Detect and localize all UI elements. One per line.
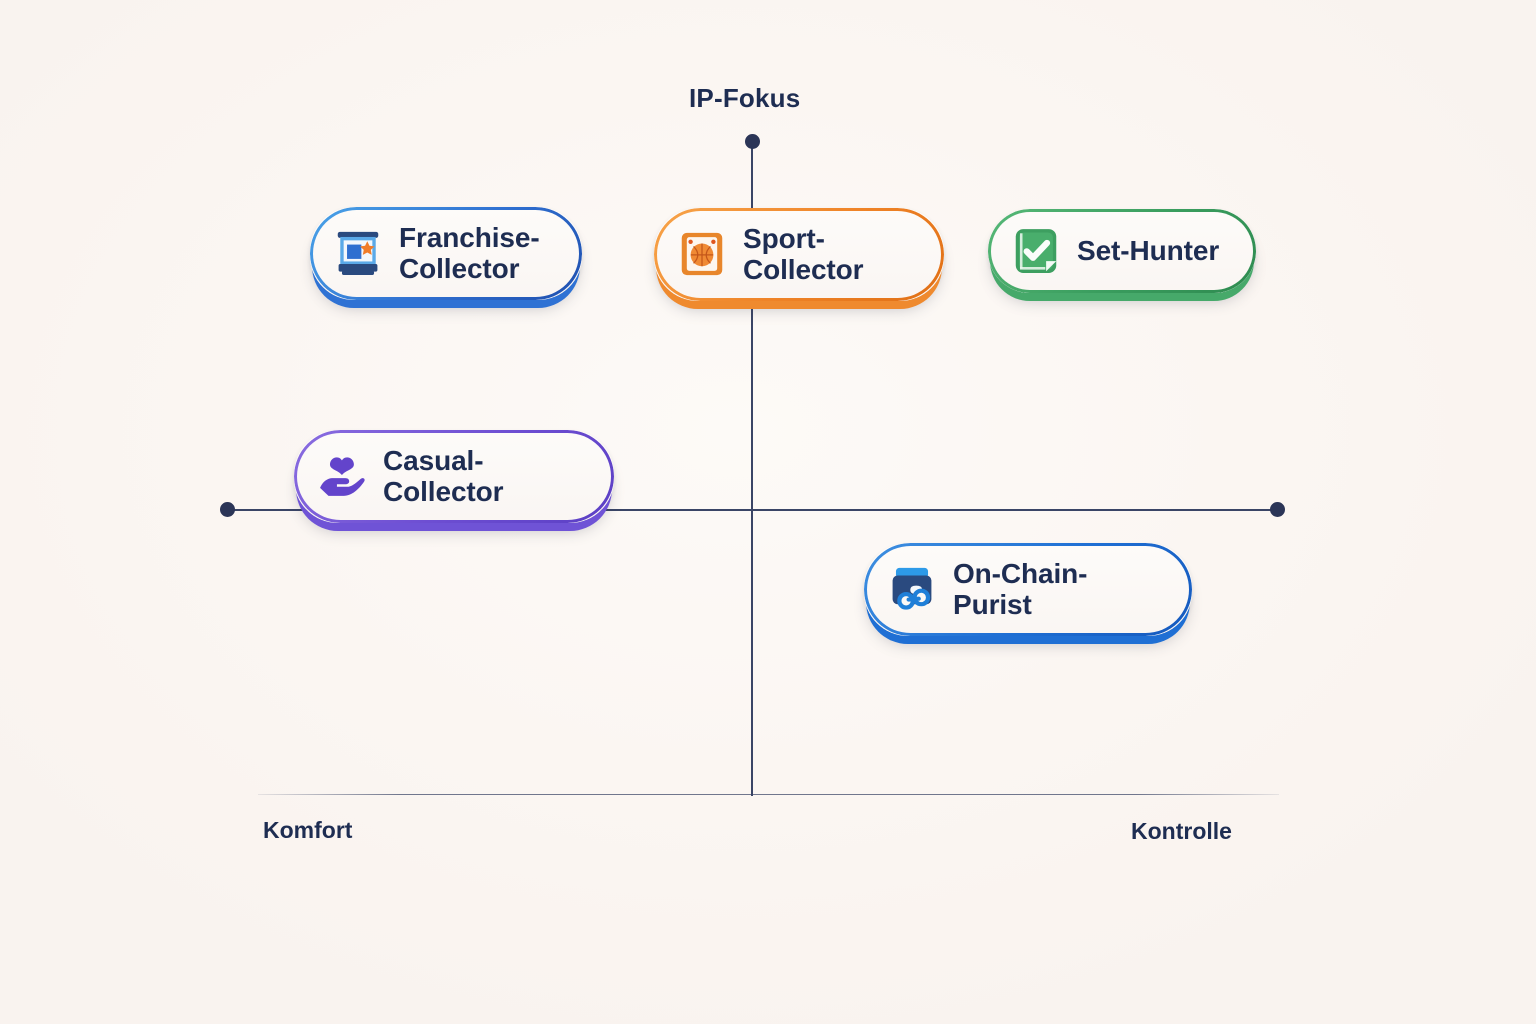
chip-on-chain-purist[interactable]: On-Chain-Purist: [864, 543, 1192, 636]
axis-endpoint-right-dot: [1270, 502, 1285, 517]
wallet-chain-link-icon: [892, 568, 932, 611]
axis-endpoint-top-dot: [745, 134, 760, 149]
chip-set-hunter[interactable]: Set-Hunter: [988, 209, 1256, 293]
chip-sport-collector[interactable]: Sport-Collector: [654, 208, 944, 301]
axis-label-left: Komfort: [263, 817, 353, 843]
hand-holding-heart-icon: [320, 457, 365, 497]
chip-label: On-Chain-Purist: [953, 558, 1088, 621]
basketball-card-icon: [681, 233, 723, 276]
chip-label: Set-Hunter: [1077, 235, 1220, 267]
axis-label-top: IP-Fokus: [689, 83, 801, 113]
axis-label-right: Kontrolle: [1131, 818, 1232, 844]
chip-casual-collector[interactable]: Casual-Collector: [294, 430, 614, 523]
checklist-binder-icon: [1015, 229, 1057, 273]
chip-label: Sport-Collector: [743, 223, 864, 286]
axis-endpoint-left-dot: [220, 502, 235, 517]
chip-label: Casual-Collector: [383, 445, 504, 508]
vertical-axis-line: [751, 141, 753, 796]
chip-franchise-collector[interactable]: Franchise- Collector: [310, 207, 582, 300]
horizontal-axis-line: [227, 509, 1278, 511]
chip-label: Franchise- Collector: [399, 222, 540, 285]
bottom-divider-line: [258, 794, 1279, 795]
showcase-display-case-icon: [337, 232, 379, 276]
